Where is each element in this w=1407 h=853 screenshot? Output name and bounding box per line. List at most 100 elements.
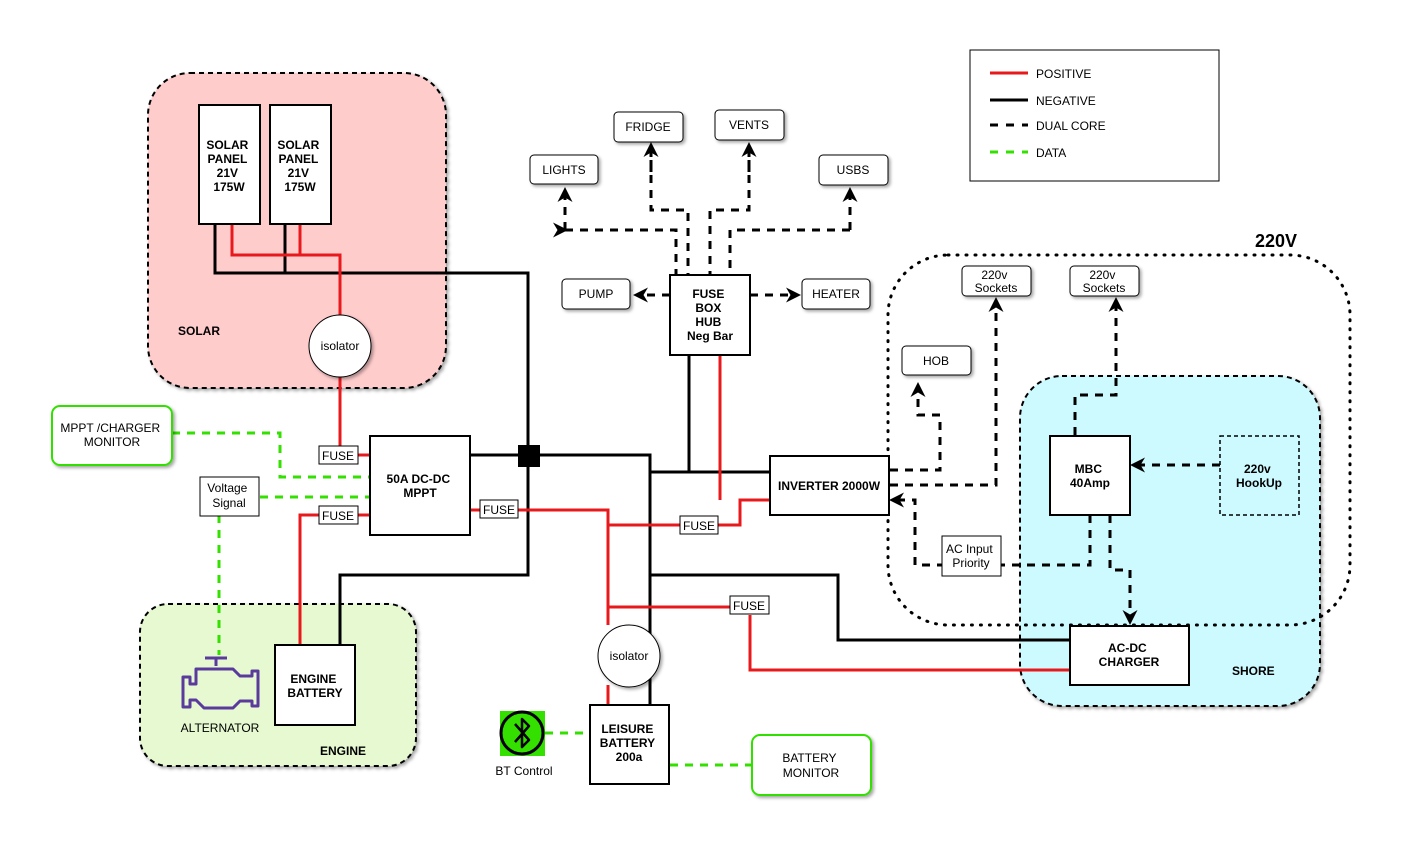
pump-label: PUMP (579, 287, 614, 301)
leisure-battery[interactable]: LEISURE BATTERY 200a (589, 704, 670, 785)
pump[interactable]: PUMP (561, 278, 631, 310)
legend-data: DATA (1036, 146, 1066, 160)
hob[interactable]: HOB (901, 345, 972, 376)
voltage-signal-l1: Voltage (207, 481, 247, 495)
inverter[interactable]: INVERTER 2000W (769, 455, 890, 516)
solar-panel-1-l2: PANEL (208, 152, 248, 166)
fuse-mppt-out[interactable]: FUSE (479, 499, 519, 519)
svg-text:MBC 40Amp: MBC 40Amp (1070, 462, 1110, 490)
svg-text:ENGINE BATTERY: ENGINE BATTERY (287, 672, 342, 700)
hookup-220v[interactable]: 220v HookUp (1219, 435, 1300, 516)
fuse-box-l4: Neg Bar (687, 329, 733, 343)
fuse-box-hub[interactable]: FUSE BOX HUB Neg Bar (669, 274, 751, 356)
fuse-mppt-in-label: FUSE (322, 449, 354, 463)
sockets-1-l2: Sockets (975, 281, 1018, 295)
mppt-monitor-l2: MONITOR (84, 435, 141, 449)
shore-zone-label: SHORE (1232, 664, 1275, 678)
alternator[interactable]: ALTERNATOR (181, 656, 260, 735)
alternator-label: ALTERNATOR (181, 721, 260, 735)
legend-positive: POSITIVE (1036, 67, 1091, 81)
mbc-l1: MBC (1075, 462, 1103, 476)
lights[interactable]: LIGHTS (529, 154, 599, 185)
voltage-signal-l2: Signal (212, 496, 245, 510)
bluetooth-icon (514, 717, 531, 749)
fuse-inverter-label: FUSE (683, 519, 715, 533)
svg-text:SOLAR PANEL 21V: SOLAR PANEL 21V 175W (206, 138, 251, 194)
sockets-1-l1: 220v (981, 268, 1007, 282)
isolator-leisure[interactable]: isolator (597, 624, 661, 688)
fuse-charger[interactable]: FUSE (729, 595, 770, 615)
heater[interactable]: HEATER (801, 278, 871, 310)
svg-text:220v Sockets: 220v Sockets (1083, 268, 1126, 295)
svg-text:AC-DC CHARGER: AC-DC CHARGER (1099, 641, 1160, 669)
hob-label: HOB (923, 354, 949, 368)
battery-monitor-l1: BATTERY (782, 751, 836, 765)
sockets-2[interactable]: 220v Sockets (1069, 265, 1140, 297)
fuse-mppt-engine-label: FUSE (322, 509, 354, 523)
usbs[interactable]: USBS (818, 154, 889, 186)
solar-panel-1-l1: SOLAR (206, 138, 248, 152)
fuse-box-l2: BOX (695, 301, 721, 315)
fuse-inverter[interactable]: FUSE (679, 515, 719, 535)
mbc-l2: 40Amp (1070, 476, 1110, 490)
fridge[interactable]: FRIDGE (613, 111, 684, 143)
svg-text:220v HookUp: 220v HookUp (1236, 462, 1282, 490)
mppt-monitor-l1: MPPT /CHARGER (60, 421, 160, 435)
hookup-l2: HookUp (1236, 476, 1282, 490)
fuse-box-l1: FUSE (692, 287, 724, 301)
fuse-mppt-in[interactable]: FUSE (318, 445, 359, 465)
negative-junction (518, 445, 540, 467)
isolator-leisure-label: isolator (610, 649, 649, 663)
solar-panel-2-l2: PANEL (279, 152, 319, 166)
mbc[interactable]: MBC 40Amp (1049, 435, 1131, 516)
legend: POSITIVE NEGATIVE DUAL CORE DATA (969, 49, 1220, 182)
leisure-battery-l1: LEISURE (601, 722, 653, 736)
voltage-signal[interactable]: Voltage Signal (199, 476, 260, 517)
lights-label: LIGHTS (542, 163, 585, 177)
solar-panel-1-l3: 21V (217, 166, 238, 180)
svg-text:BATTERY MONITOR: BATTERY MONITOR (782, 751, 839, 780)
sockets-2-l1: 220v (1089, 268, 1115, 282)
svg-text:FUSE BOX HUB: FUSE BOX HUB Neg Bar (687, 287, 733, 343)
inverter-label: INVERTER 2000W (778, 479, 881, 493)
mppt-controller[interactable]: 50A DC-DC MPPT (369, 435, 471, 536)
ac-dc-charger[interactable]: AC-DC CHARGER (1069, 625, 1190, 686)
svg-text:MPPT /CHARGER MONITOR: MPPT /CHARGER MONITOR (60, 421, 163, 449)
ac-input-l1: AC Input (946, 542, 993, 556)
dual-core-wires (553, 142, 1220, 625)
fuse-charger-label: FUSE (733, 599, 765, 613)
ac-input-priority[interactable]: AC Input Priority (941, 535, 1002, 577)
220v-zone (886, 253, 1352, 627)
svg-text:AC Input Priority: AC Input Priority (946, 542, 996, 570)
solar-panel-1[interactable]: SOLAR PANEL 21V 175W (198, 104, 261, 225)
ac-input-l2: Priority (952, 556, 989, 570)
mppt-charger-monitor[interactable]: MPPT /CHARGER MONITOR (51, 405, 173, 466)
svg-text:SOLAR PANEL 21V: SOLAR PANEL 21V 175W (277, 138, 322, 194)
svg-text:LEISURE BATTERY 20: LEISURE BATTERY 200a (600, 722, 658, 764)
isolator-solar[interactable]: isolator (308, 314, 372, 378)
sockets-1[interactable]: 220v Sockets (961, 265, 1032, 297)
data-wires (172, 431, 752, 767)
positive-wires (230, 225, 1070, 705)
vents-label: VENTS (729, 118, 769, 132)
solar-panel-2[interactable]: SOLAR PANEL 21V 175W (269, 104, 332, 225)
ac-dc-charger-l2: CHARGER (1099, 655, 1160, 669)
solar-panel-2-l1: SOLAR (277, 138, 319, 152)
fuse-mppt-engine[interactable]: FUSE (318, 505, 359, 525)
svg-text:50A DC-DC MPPT: 50A DC-DC MPPT (387, 472, 454, 500)
fuse-box-l3: HUB (695, 315, 721, 329)
bt-control[interactable]: BT Control (495, 710, 553, 778)
battery-monitor[interactable]: BATTERY MONITOR (751, 734, 872, 796)
heater-label: HEATER (812, 287, 860, 301)
isolator-solar-label: isolator (321, 339, 360, 353)
fridge-label: FRIDGE (625, 120, 670, 134)
engine-battery[interactable]: ENGINE BATTERY (274, 644, 356, 726)
solar-panel-2-l4: 175W (284, 180, 316, 194)
vents[interactable]: VENTS (714, 109, 785, 141)
220v-zone-label: 220V (1255, 231, 1297, 251)
mppt-l2: MPPT (403, 486, 437, 500)
solar-zone-label: SOLAR (178, 324, 220, 338)
battery-monitor-l2: MONITOR (783, 766, 840, 780)
svg-text:220v Sockets: 220v Sockets (975, 268, 1018, 295)
